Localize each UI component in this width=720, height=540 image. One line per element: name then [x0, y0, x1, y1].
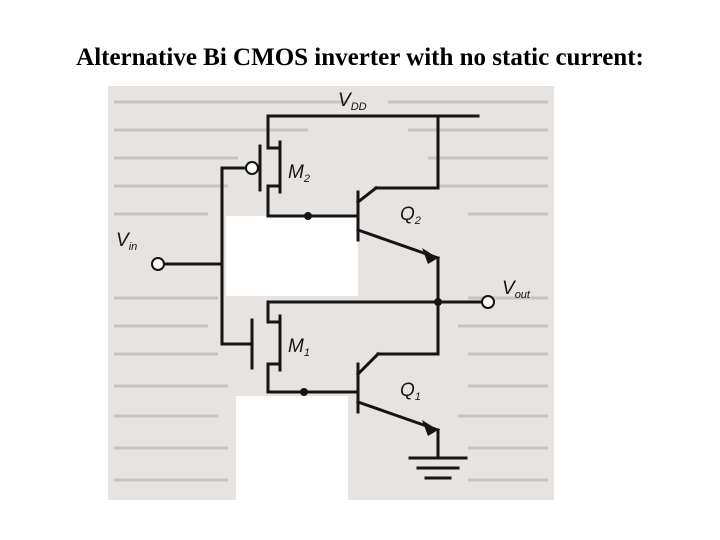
- q2-npn-transistor: [355, 114, 440, 264]
- vout-label: Vout: [502, 278, 531, 301]
- q2-label: Q2: [400, 204, 421, 227]
- m1-source-node: [300, 388, 308, 396]
- vout-terminal: [481, 295, 495, 309]
- q1-npn-transistor: [355, 300, 440, 460]
- m1-label: M1: [288, 336, 310, 359]
- white-patch-upper: [226, 216, 358, 296]
- white-patch-lower: [236, 396, 348, 500]
- m2-label: M2: [288, 162, 310, 185]
- vdd-label: VDD: [338, 90, 367, 113]
- bleed-through-texture: [114, 100, 548, 482]
- m1-nmos-transistor: [220, 300, 440, 394]
- slide-title: Alternative Bi CMOS inverter with no sta…: [76, 44, 644, 71]
- m2-drain-node: [304, 212, 312, 220]
- bicmos-inverter-schematic: VDD M2 Q2 Vin Vout M1 Q1: [108, 86, 554, 500]
- ground-symbol: [408, 456, 468, 480]
- vin-terminal: [151, 257, 165, 271]
- vin-label: Vin: [116, 230, 137, 253]
- q1-label: Q1: [400, 380, 421, 403]
- m2-pmos-transistor: [220, 114, 282, 218]
